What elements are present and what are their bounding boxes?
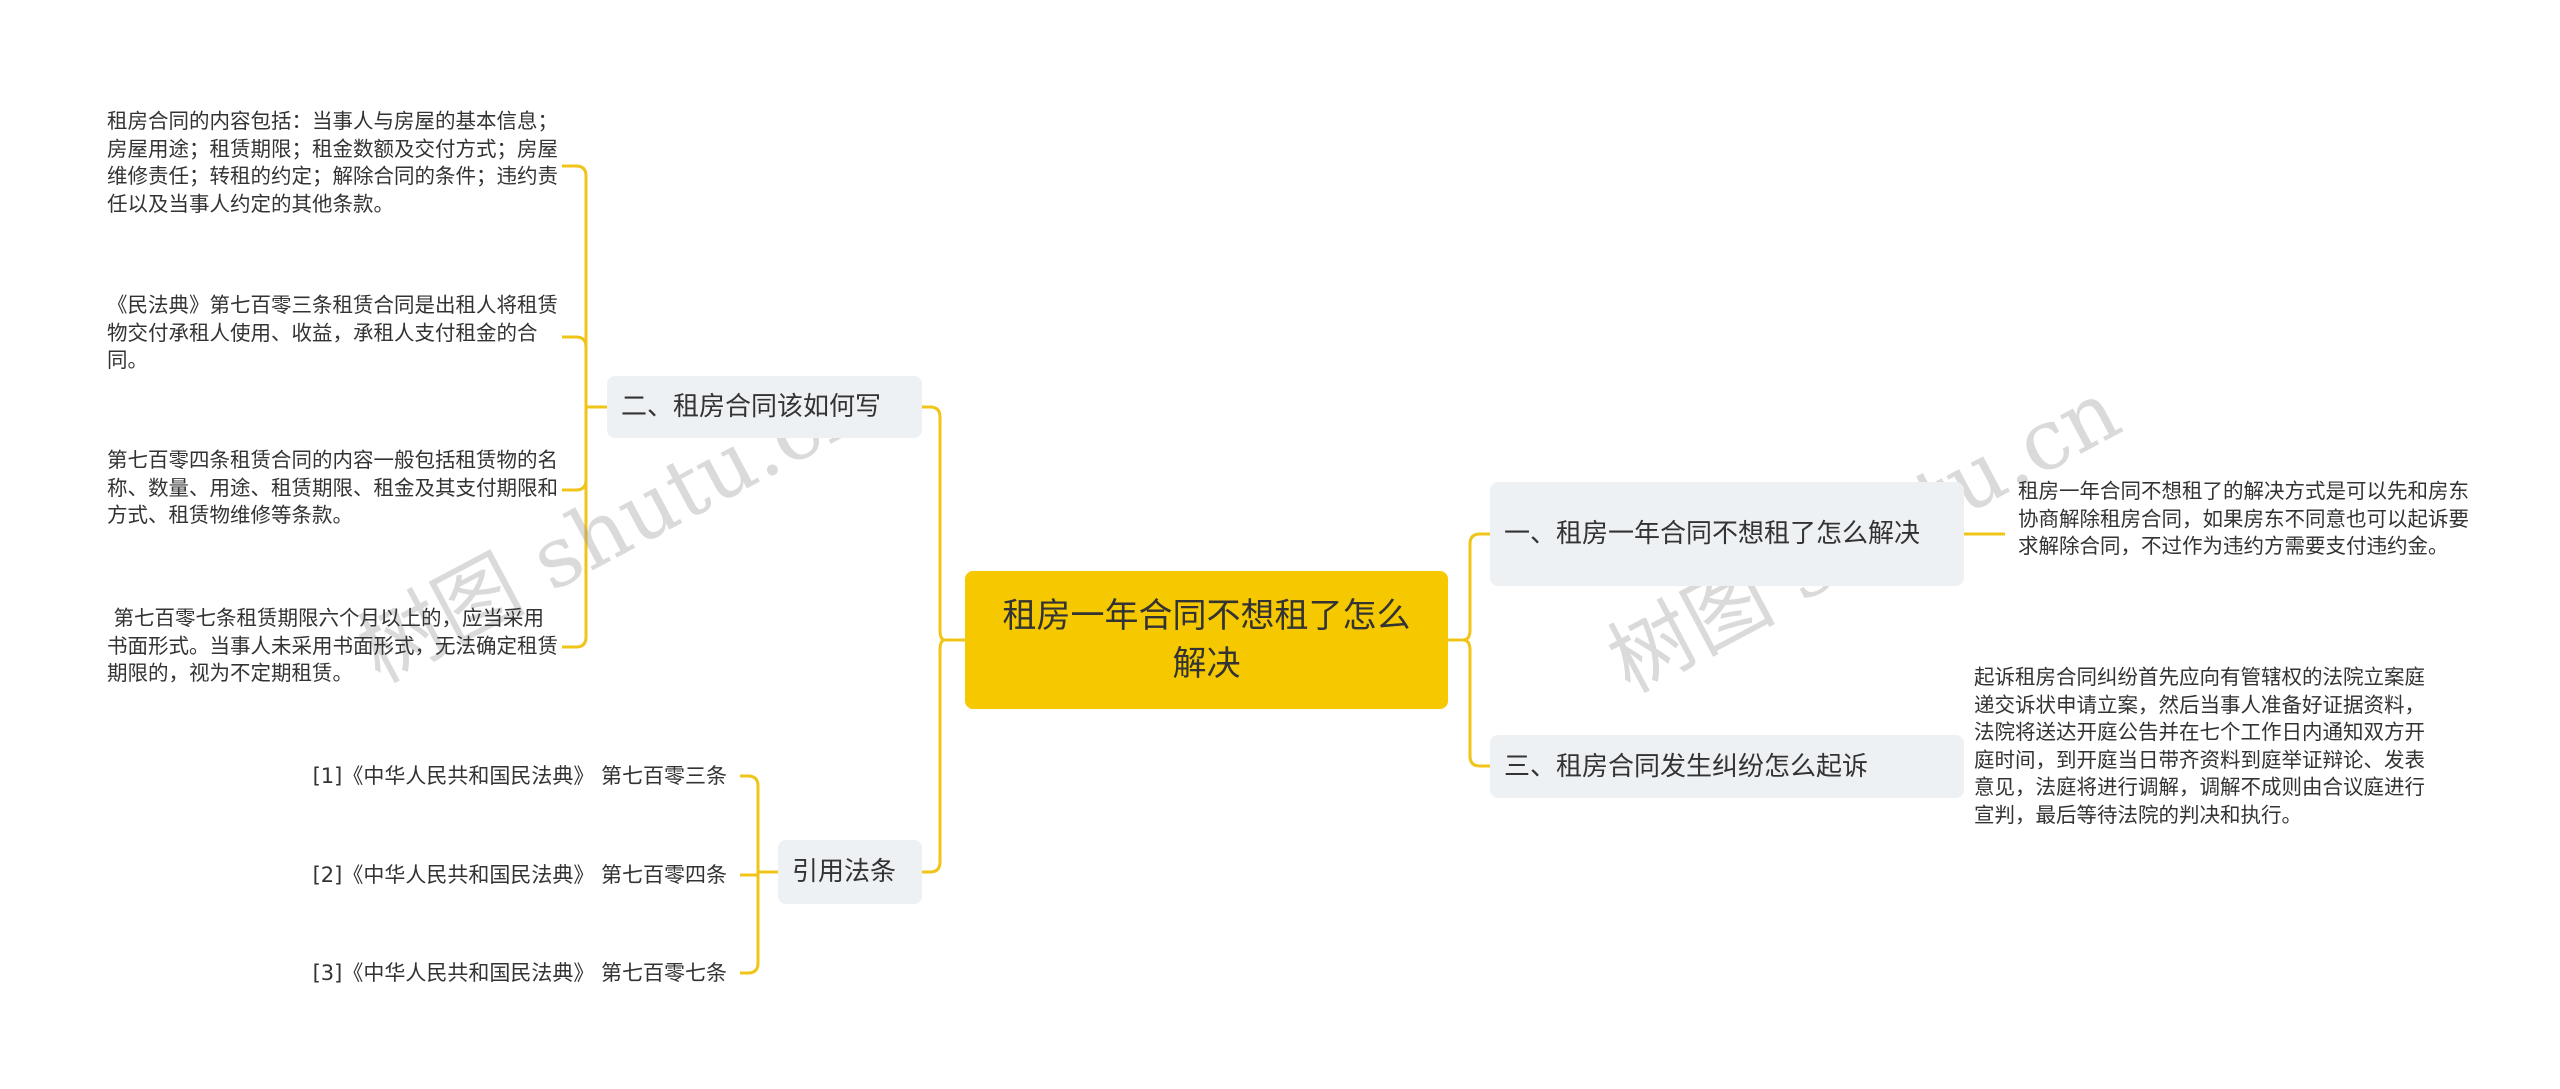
link-root-solve (1448, 532, 1490, 642)
link-write-leaf (562, 479, 588, 492)
link-root-citations (922, 638, 965, 874)
topic-label: 二、租房合同该如何写 (621, 392, 882, 422)
link-root-sue (1448, 638, 1490, 768)
link-root-write (922, 405, 965, 642)
root-topic-label: 租房一年合同不想租了怎么解决 (1002, 596, 1411, 684)
leaf-solve-answer[interactable]: 租房一年合同不想租了的解决方式是可以先和房东协商解除租房合同，如果房东不同意也可… (2018, 479, 2469, 558)
citation-item[interactable]: [1]《中华人民共和国民法典》 第七百零三条 (312, 764, 727, 788)
leaf-sue-answer[interactable]: 起诉租房合同纠纷首先应向有管辖权的法院立案庭递交诉状申请立案，然后当事人准备好证… (1974, 665, 2425, 827)
topic-citations[interactable]: 引用法条 (778, 840, 922, 904)
topic-label: 引用法条 (792, 857, 897, 887)
leaf-article-703[interactable]: 《民法典》第七百零三条租赁合同是出租人将租赁物交付承租人使用、收益，承租人支付租… (107, 293, 558, 372)
citation-item[interactable]: [3]《中华人民共和国民法典》 第七百零七条 (312, 961, 727, 985)
topic-how-to-solve[interactable]: 一、租房一年合同不想租了怎么解决 (1490, 482, 1964, 586)
leaf-article-707[interactable]: 第七百零七条租赁期限六个月以上的，应当采用书面形式。当事人未采用书面形式，无法确… (107, 606, 558, 685)
citation-item[interactable]: [2]《中华人民共和国民法典》 第七百零四条 (312, 863, 727, 887)
topic-how-to-write[interactable]: 二、租房合同该如何写 (607, 376, 922, 438)
root-topic[interactable]: 租房一年合同不想租了怎么解决 (965, 571, 1448, 709)
leaf-article-704[interactable]: 第七百零四条租赁合同的内容一般包括租赁物的名称、数量、用途、租赁期限、租金及其支… (107, 448, 558, 527)
topic-how-to-sue[interactable]: 三、租房合同发生纠纷怎么起诉 (1490, 735, 1964, 798)
leaf-contract-contents[interactable]: 租房合同的内容包括：当事人与房屋的基本信息；房屋用途；租赁期限；租金数额及交付方… (107, 109, 558, 216)
link-write-leaf (562, 335, 588, 348)
link-write-leaf (562, 164, 588, 649)
topic-label: 三、租房合同发生纠纷怎么起诉 (1504, 751, 1869, 782)
topic-label: 一、租房一年合同不想租了怎么解决 (1504, 519, 1921, 549)
